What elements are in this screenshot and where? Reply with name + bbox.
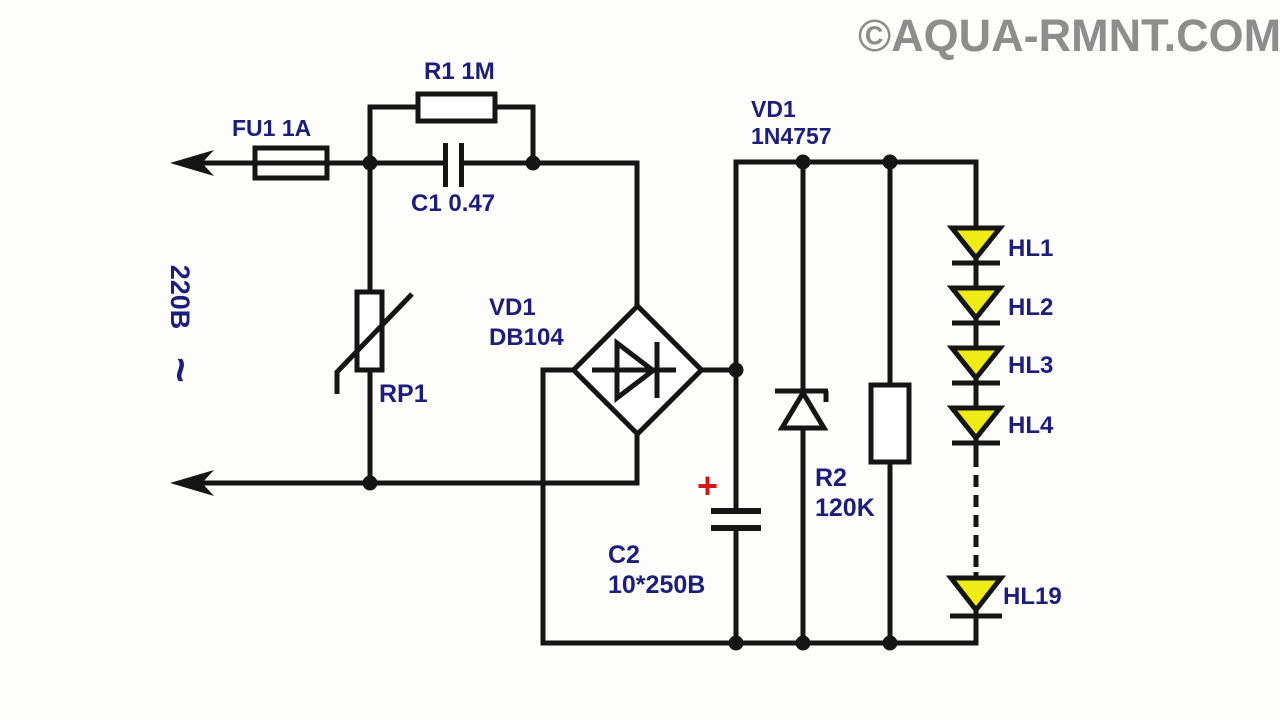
resistor-r2-symbol xyxy=(868,162,912,643)
rp1-label: RP1 xyxy=(379,380,428,408)
r2-value: 120K xyxy=(815,494,875,522)
fuse-label: FU1 1A xyxy=(232,115,312,141)
led-hl3-icon xyxy=(946,345,1006,383)
c2-value: 10*250B xyxy=(608,571,706,599)
varistor-rp1-symbol xyxy=(334,163,414,483)
c2-ref: C2 xyxy=(608,541,640,569)
zener-diode-symbol xyxy=(775,162,829,643)
zener-part: 1N4757 xyxy=(751,123,832,149)
hl3-label: HL3 xyxy=(1008,352,1054,379)
bridge-part: DB104 xyxy=(489,324,564,351)
zener-ref: VD1 xyxy=(751,96,796,122)
c1-label: C1 0.47 xyxy=(411,190,496,217)
junction-dots xyxy=(362,154,898,651)
c2-polarity-plus: + xyxy=(697,465,719,506)
r2-ref: R2 xyxy=(815,464,847,492)
led-hl19-icon xyxy=(945,575,1007,615)
bridge-label: VD1 DB104 xyxy=(489,293,564,353)
led-chain-symbols xyxy=(945,225,1007,620)
r1-label: R1 1M xyxy=(424,58,495,85)
c2-label: C2 10*250B xyxy=(608,540,705,600)
zener-label: VD1 1N4757 xyxy=(751,96,832,150)
fuse-symbol xyxy=(252,145,330,181)
bridge-rectifier-symbol xyxy=(569,302,706,438)
led-hl1-icon xyxy=(946,225,1006,263)
led-hl2-icon xyxy=(946,285,1006,323)
supply-ac-symbol: ~ xyxy=(156,357,205,383)
hl19-label: HL19 xyxy=(1003,583,1062,610)
bridge-ref: VD1 xyxy=(489,294,536,321)
resistor-r1-symbol xyxy=(367,91,536,163)
capacitor-c2-symbol xyxy=(711,508,761,531)
led-hl4-icon xyxy=(946,405,1006,443)
hl2-label: HL2 xyxy=(1008,294,1054,321)
r2-label: R2 120K xyxy=(815,463,875,523)
ac-input-wires xyxy=(170,150,640,496)
arrow-left-top-icon xyxy=(170,150,214,176)
supply-voltage-label: 220B xyxy=(165,264,195,330)
watermark: ©AQUA-RMNT.COM xyxy=(858,10,1280,61)
hl4-label: HL4 xyxy=(1008,412,1054,439)
capacitor-c1-symbol xyxy=(443,143,464,187)
hl1-label: HL1 xyxy=(1008,235,1054,262)
arrow-left-bottom-icon xyxy=(170,470,214,496)
